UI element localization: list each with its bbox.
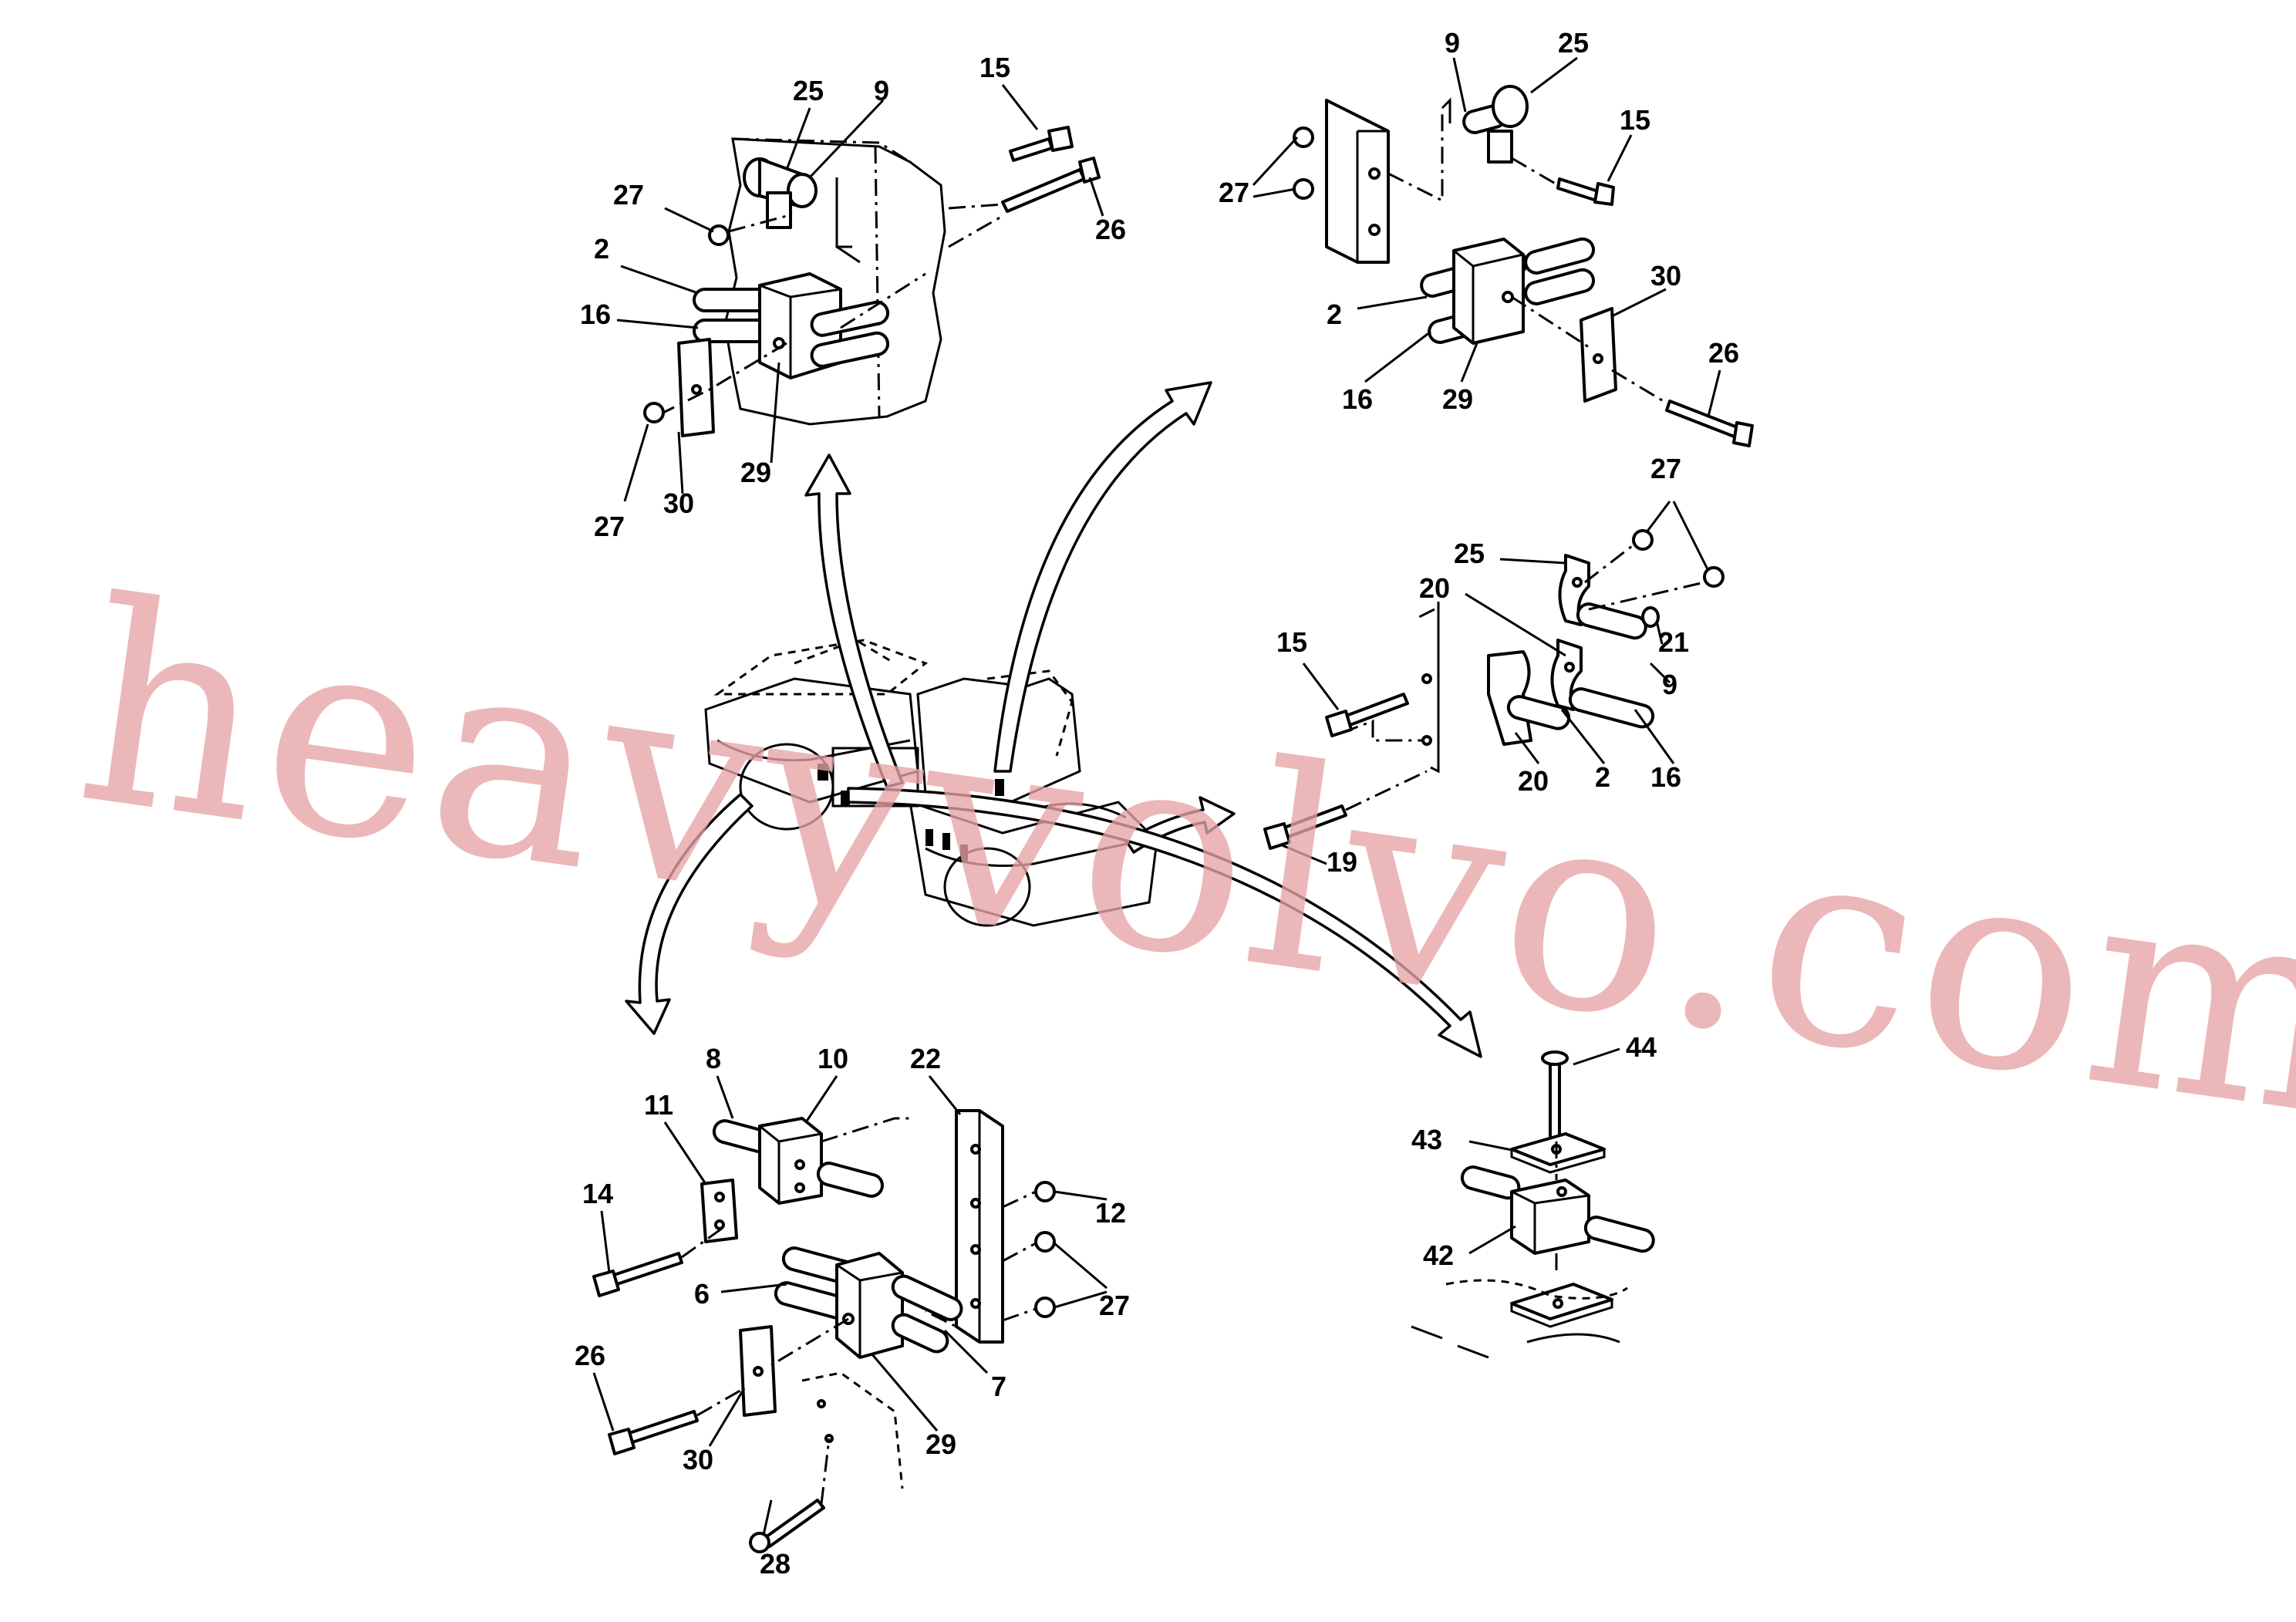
callout-16: 16 bbox=[580, 298, 611, 330]
callout-27: 27 bbox=[594, 511, 625, 542]
callout-20: 20 bbox=[1518, 765, 1549, 797]
callout-12: 12 bbox=[1095, 1197, 1126, 1229]
callout-2: 2 bbox=[1595, 761, 1610, 793]
callout-28: 28 bbox=[760, 1548, 791, 1580]
callout-15: 15 bbox=[1620, 104, 1650, 136]
callout-11: 11 bbox=[644, 1089, 673, 1121]
callout-2: 2 bbox=[594, 233, 609, 265]
callout-25: 25 bbox=[1558, 27, 1589, 59]
callout-22: 22 bbox=[910, 1043, 941, 1074]
detail-top-right bbox=[1252, 56, 1754, 447]
callout-25: 25 bbox=[1454, 538, 1485, 569]
detail-top-left bbox=[616, 84, 1104, 502]
callout-30: 30 bbox=[683, 1444, 713, 1475]
callout-15: 15 bbox=[979, 52, 1010, 83]
callout-7: 7 bbox=[991, 1371, 1006, 1402]
callout-16: 16 bbox=[1342, 383, 1373, 415]
detail-mid-right bbox=[1263, 501, 1725, 865]
callout-26: 26 bbox=[1708, 337, 1739, 369]
callout-29: 29 bbox=[925, 1428, 956, 1460]
callout-19: 19 bbox=[1327, 846, 1357, 878]
callout-29: 29 bbox=[740, 457, 771, 488]
callout-43: 43 bbox=[1411, 1124, 1442, 1155]
callout-2: 2 bbox=[1327, 298, 1342, 330]
callout-16: 16 bbox=[1650, 761, 1681, 793]
detail-bottom-left bbox=[592, 1075, 1108, 1553]
callout-15: 15 bbox=[1276, 626, 1307, 658]
callout-9: 9 bbox=[1445, 27, 1460, 59]
callout-30: 30 bbox=[663, 487, 694, 519]
callout-27: 27 bbox=[1219, 177, 1249, 208]
callout-10: 10 bbox=[818, 1043, 848, 1074]
callout-26: 26 bbox=[1095, 214, 1126, 245]
callout-27: 27 bbox=[613, 179, 644, 211]
callout-9: 9 bbox=[1662, 669, 1677, 700]
callout-14: 14 bbox=[582, 1178, 613, 1209]
callout-27: 27 bbox=[1099, 1290, 1130, 1321]
callout-9: 9 bbox=[874, 75, 889, 106]
callout-44: 44 bbox=[1626, 1031, 1657, 1063]
detail-arrows bbox=[625, 381, 1482, 1058]
callout-29: 29 bbox=[1442, 383, 1473, 415]
callout-21: 21 bbox=[1658, 626, 1689, 658]
callout-6: 6 bbox=[694, 1278, 710, 1310]
callout-26: 26 bbox=[575, 1340, 605, 1371]
callout-30: 30 bbox=[1650, 260, 1681, 292]
callout-20: 20 bbox=[1419, 572, 1450, 604]
callout-8: 8 bbox=[706, 1043, 721, 1074]
detail-bottom-right bbox=[1411, 1047, 1655, 1359]
callout-25: 25 bbox=[793, 75, 824, 106]
callout-labels: 25 9 15 27 26 2 16 27 30 29 9 25 15 27 3… bbox=[575, 27, 1739, 1580]
watermark-text: heavyvolvo.com bbox=[63, 541, 2296, 1180]
callout-42: 42 bbox=[1423, 1239, 1454, 1271]
callout-27: 27 bbox=[1650, 453, 1681, 484]
